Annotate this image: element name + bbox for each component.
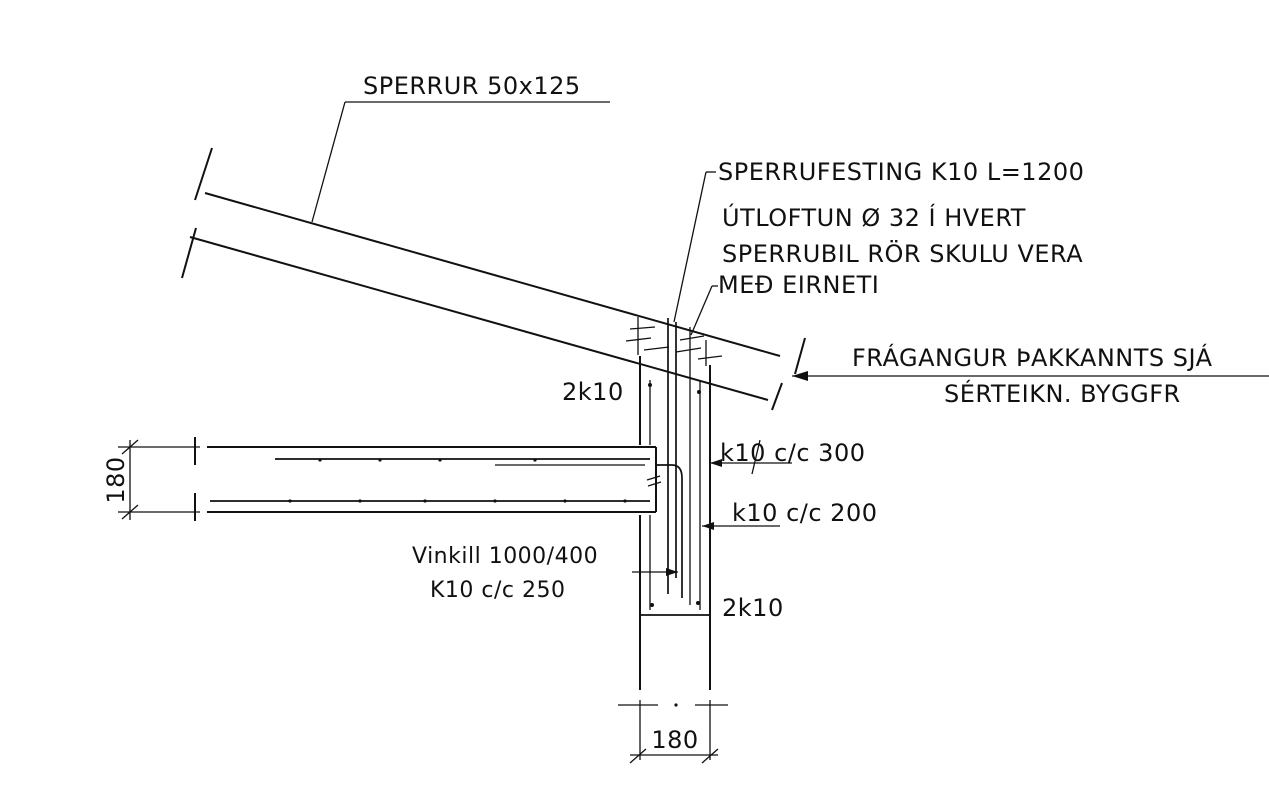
top-bars-label: 2k10: [562, 378, 624, 406]
wall-thickness-label: 180: [651, 726, 698, 754]
stirrups-300-label: k10 c/c 300: [720, 439, 865, 467]
ventilation-label-line1: ÚTLOFTUN Ø 32 Í HVERT: [722, 202, 1026, 232]
angle-bar-leader: Vinkill 1000/400 K10 c/c 250: [412, 544, 678, 603]
ventilation-label-line3: MEÐ EIRNETI: [718, 271, 879, 299]
ventilation-label-line2: SPERRUBIL RÖR SKULU VERA: [722, 239, 1083, 268]
rafter: [181, 147, 806, 411]
angle-bar-label-line1: Vinkill 1000/400: [412, 544, 598, 569]
floor-slab: [194, 437, 683, 598]
bottom-bars-label: 2k10: [722, 594, 784, 622]
rafter-leader: SPERRUR 50x125: [311, 72, 610, 223]
eaves-finish-label-line1: FRÁGANGUR ÞAKKANNTS SJÁ: [852, 343, 1213, 372]
rafter-fixing-label: SPERRUFESTING K10 L=1200: [718, 158, 1084, 186]
eaves-finish-leader: FRÁGANGUR ÞAKKANNTS SJÁ SÉRTEIKN. BYGGFR: [792, 343, 1269, 408]
rafter-fixing-bars: [625, 317, 723, 605]
eaves-finish-label-line2: SÉRTEIKN. BYGGFR: [944, 379, 1181, 408]
angle-bar-label-line2: K10 c/c 250: [430, 578, 566, 603]
wall-thickness-dimension: 180: [618, 700, 728, 764]
stirrups-300-leader: k10 c/c 300: [710, 439, 865, 475]
stirrups-200-label: k10 c/c 200: [732, 499, 877, 527]
slab-thickness-label: 180: [102, 456, 130, 503]
concrete-wall: [639, 356, 711, 690]
rafter-label: SPERRUR 50x125: [363, 72, 581, 100]
stirrups-200-leader: k10 c/c 200: [702, 499, 877, 530]
slab-thickness-dimension: 180: [102, 439, 200, 520]
rafter-fixing-leader: SPERRUFESTING K10 L=1200 ÚTLOFTUN Ø 32 Í…: [673, 158, 1084, 336]
